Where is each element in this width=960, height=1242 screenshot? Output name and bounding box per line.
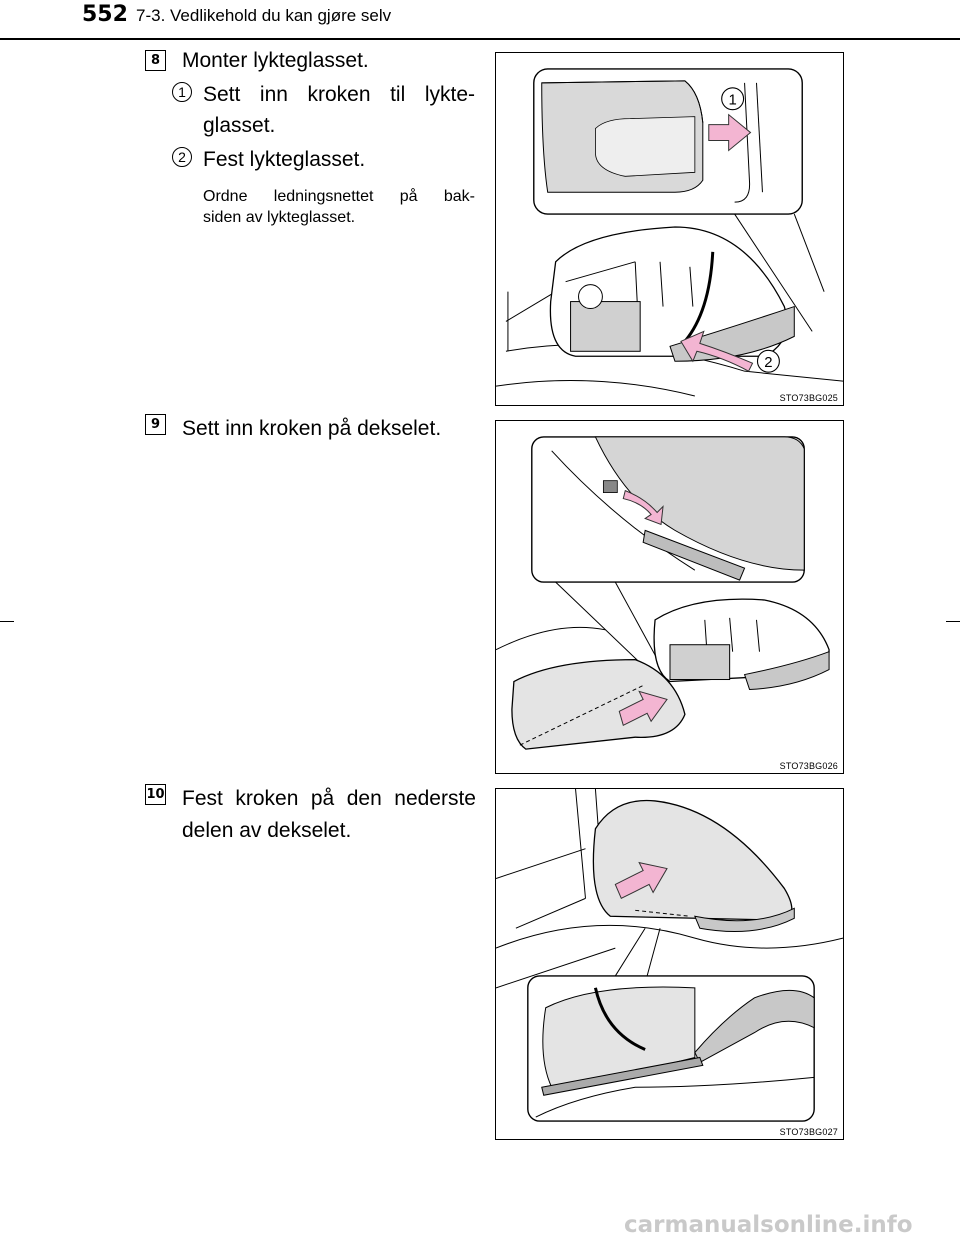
note-text-line: siden av lykteglasset. — [203, 209, 356, 226]
substep-number: 1 — [172, 82, 192, 102]
figure-cover-hook: STO73BG026 — [495, 420, 844, 774]
section-title: 7-3. Vedlikehold du kan gjøre selv — [136, 6, 392, 25]
substep-text-line: glasset. — [203, 114, 276, 137]
substep-number: 2 — [172, 147, 192, 167]
step-instruction-line: delen av dekselet. — [182, 819, 352, 842]
step-number-badge: 10 — [145, 784, 166, 805]
crop-mark-right — [946, 621, 960, 622]
step-number-badge: 8 — [145, 50, 166, 71]
callout-2-label: 2 — [764, 355, 772, 371]
substep-text-line: Sett inn kroken til lykte- — [203, 83, 475, 106]
page-number: 552 — [82, 2, 128, 27]
figure-cover-lower-hook: STO73BG027 — [495, 788, 844, 1140]
step-instruction: Sett inn kroken på dekselet. — [182, 417, 442, 440]
figure-lens-install: 1 2 STO73BG025 — [495, 52, 844, 406]
lens-install-illustration: 1 2 — [496, 68, 843, 397]
note-text-line: Ordne ledningsnettet på bak- — [203, 188, 475, 205]
cover-lower-hook-illustration — [496, 789, 843, 1122]
watermark: carmanualsonline.info — [624, 1212, 913, 1238]
cover-hook-illustration — [496, 436, 830, 750]
crop-mark-left — [0, 621, 14, 622]
figure-code: STO73BG025 — [779, 393, 838, 403]
substep-text-line: Fest lykteglasset. — [203, 148, 366, 171]
figure-code: STO73BG027 — [779, 1127, 838, 1137]
callout-1-label: 1 — [728, 93, 736, 109]
figure-code: STO73BG026 — [779, 761, 838, 771]
step-instruction: Monter lykteglasset. — [182, 49, 369, 72]
step-number-badge: 9 — [145, 414, 166, 435]
step-instruction-line: Fest kroken på den nederste — [182, 787, 476, 810]
header-rule — [0, 38, 960, 40]
